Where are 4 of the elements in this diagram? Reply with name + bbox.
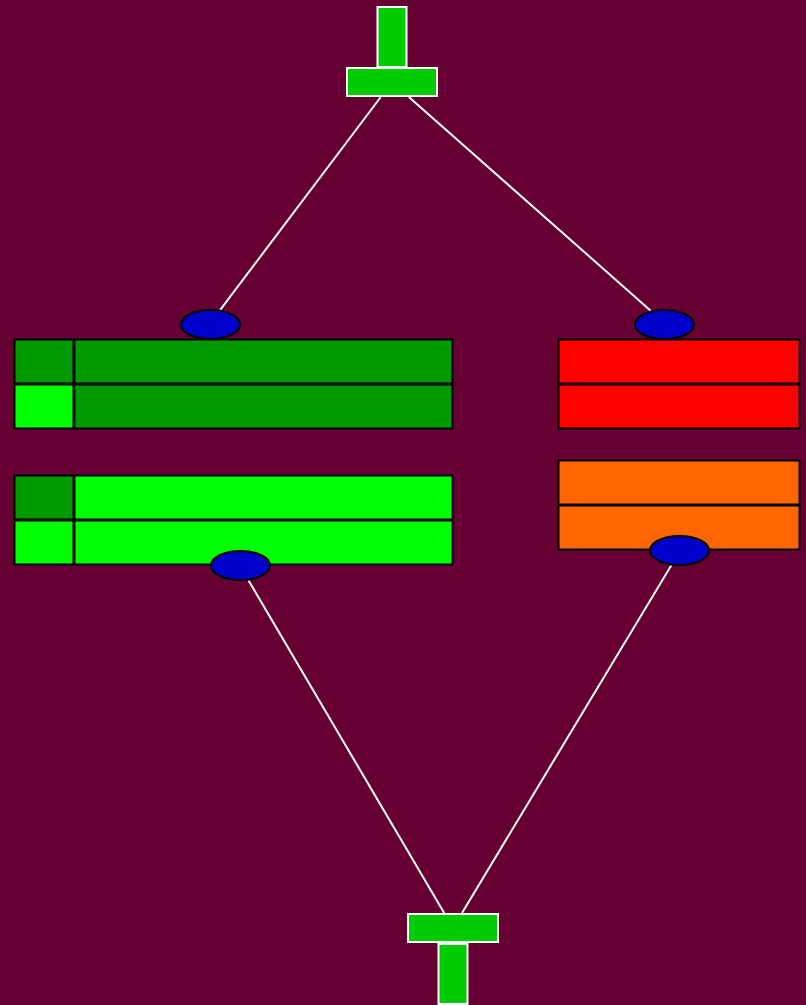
- connector-line: [247, 579, 446, 914]
- connector-line: [461, 564, 673, 914]
- connector-line: [219, 96, 382, 311]
- connector-line: [407, 96, 652, 312]
